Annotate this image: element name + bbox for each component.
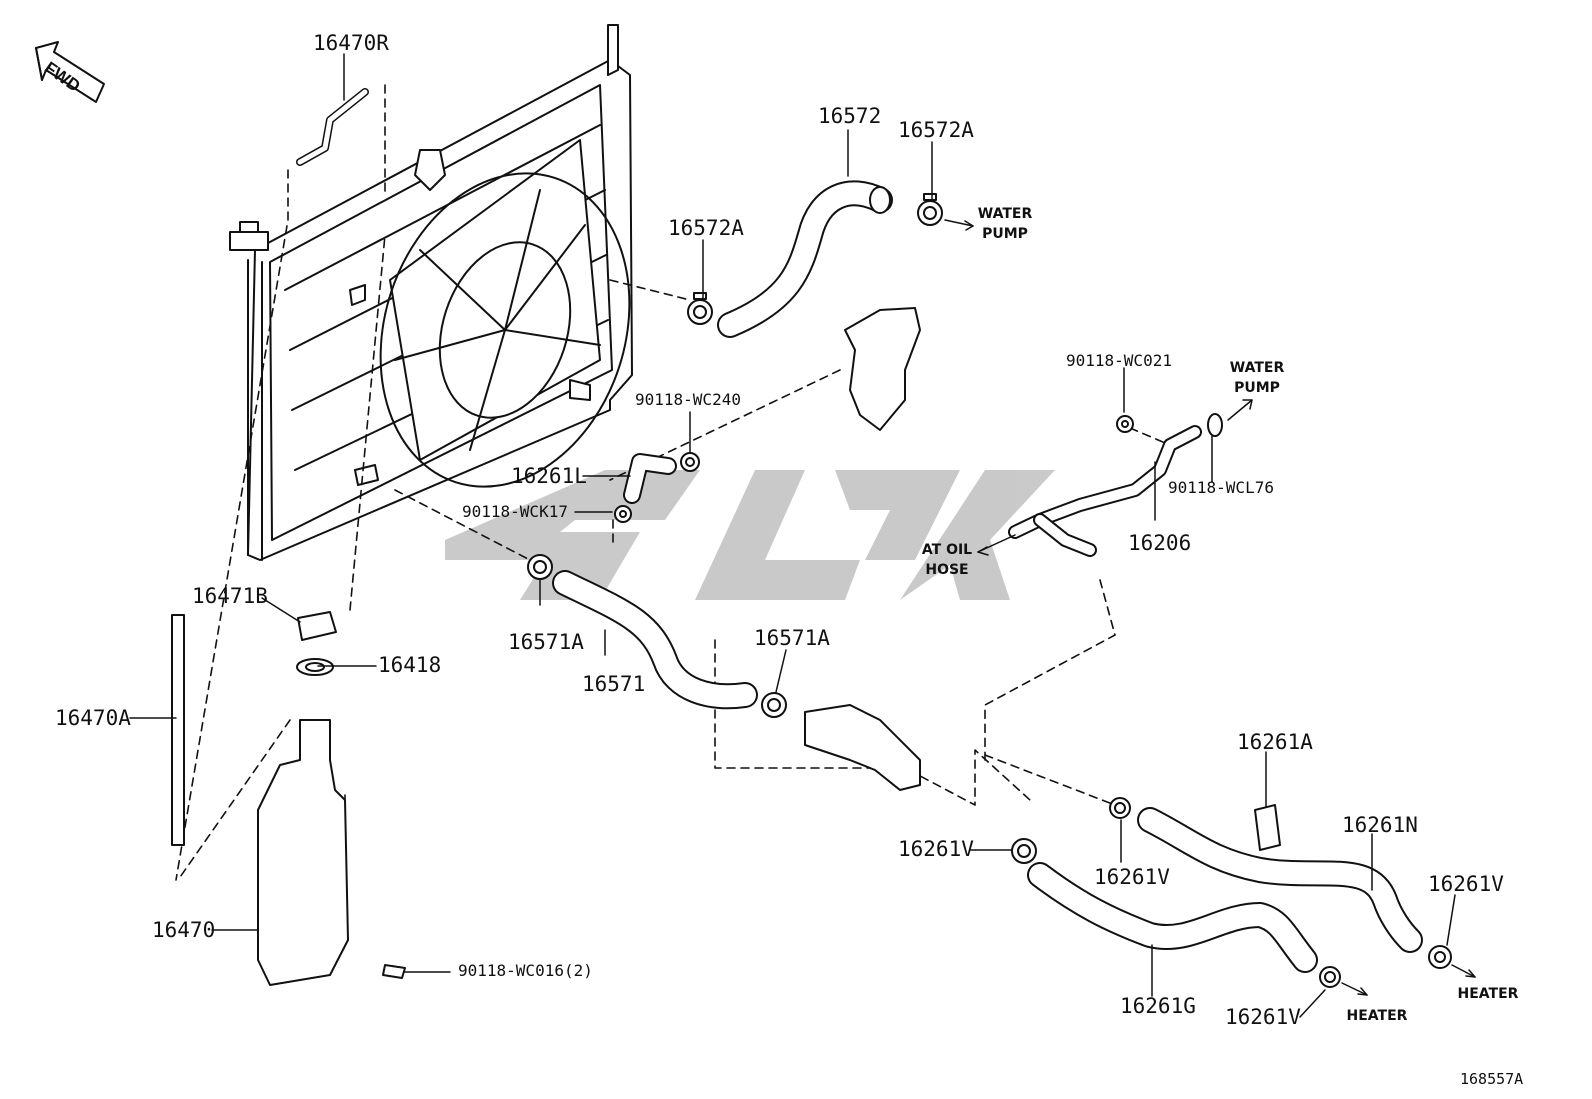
part-label-16470[interactable]: 16470	[152, 918, 216, 942]
clamp-16572A-top	[917, 193, 943, 226]
reservoir-16470	[257, 719, 349, 986]
part-label-90118-WC240[interactable]: 90118-WC240	[635, 390, 741, 409]
part-label-16418[interactable]: 16418	[378, 653, 442, 677]
clamp-16261V-bottom	[1319, 966, 1341, 988]
part-label-16471B[interactable]: 16471B	[192, 584, 268, 608]
pipe-16206	[1008, 425, 1202, 557]
part-label-16261V-bottom[interactable]: 16261V	[1225, 1005, 1301, 1029]
dashed-leaders	[175, 84, 1171, 946]
watermark-logo	[445, 470, 1055, 600]
part-label-16261V-mid[interactable]: 16261V	[1094, 865, 1170, 889]
part-label-16261N[interactable]: 16261N	[1342, 813, 1418, 837]
part-label-16470A[interactable]: 16470A	[55, 706, 131, 730]
illustration-reference-number: 168557A	[1460, 1070, 1524, 1088]
hose-16572	[717, 180, 893, 338]
part-label-90118-WCK17[interactable]: 90118-WCK17	[462, 502, 568, 521]
clamp-16261V-mid	[1109, 797, 1131, 819]
part-label-16206[interactable]: 16206	[1128, 531, 1192, 555]
part-label-16261G[interactable]: 16261G	[1120, 994, 1196, 1018]
clamp-90118-WC240	[680, 452, 700, 472]
leader-lines	[129, 53, 1456, 1018]
water-pump-annotation-2: WATER PUMP	[1228, 358, 1286, 398]
part-label-90118-WC021[interactable]: 90118-WC021	[1066, 351, 1172, 370]
water-pump-1-line2: PUMP	[982, 226, 1028, 242]
water-pump-1-line1: WATER	[977, 206, 1033, 222]
bolt-90118-WC021	[1116, 415, 1134, 433]
part-label-16571[interactable]: 16571	[582, 672, 646, 696]
part-label-90118-WC016[interactable]: 90118-WC016(2)	[458, 961, 593, 980]
thermostat-housing	[844, 307, 921, 431]
bolt-90118-WC016	[382, 964, 406, 979]
hose-16261N	[1137, 807, 1423, 953]
cap-16471B	[297, 611, 337, 641]
part-label-16571A-left[interactable]: 16571A	[508, 630, 584, 654]
heater-annotation-2: HEATER	[1346, 1008, 1408, 1024]
part-label-16572A-left[interactable]: 16572A	[668, 216, 744, 240]
part-label-16261A[interactable]: 16261A	[1237, 730, 1313, 754]
clamp-16571A-right	[761, 692, 787, 718]
oring-90118-WCL76	[1207, 413, 1223, 437]
at-oil-hose-annotation: AT OIL HOSE	[918, 540, 976, 580]
water-pump-2-line1: WATER	[1229, 360, 1285, 376]
rod-16470A	[171, 614, 185, 846]
hose-16571	[552, 570, 758, 710]
part-label-16470R[interactable]: 16470R	[313, 31, 389, 55]
clamp-16261V-right	[1428, 945, 1452, 969]
radiator-assembly	[229, 24, 633, 561]
part-label-16572[interactable]: 16572	[818, 104, 882, 128]
part-label-16261V-right[interactable]: 16261V	[1428, 872, 1504, 896]
part-label-16572A-top[interactable]: 16572A	[898, 118, 974, 142]
gasket-16418	[296, 658, 334, 676]
clamp-16571A-left	[527, 554, 553, 580]
at-oil-line2: HOSE	[925, 562, 969, 578]
water-pump-2-line2: PUMP	[1234, 380, 1280, 396]
part-label-16261V-left[interactable]: 16261V	[898, 837, 974, 861]
part-label-90118-WCL76[interactable]: 90118-WCL76	[1168, 478, 1274, 497]
clip-16261A	[1254, 804, 1281, 851]
clamp-16261V-left	[1011, 838, 1037, 864]
part-label-16571A-right[interactable]: 16571A	[754, 626, 830, 650]
at-oil-line1: AT OIL	[921, 542, 973, 558]
part-label-16261L[interactable]: 16261L	[511, 464, 587, 488]
direction-arrows	[944, 219, 1476, 996]
water-pump-annotation-1: WATER PUMP	[976, 204, 1034, 244]
fwd-arrow-icon	[35, 41, 105, 103]
heater-annotation-1: HEATER	[1457, 986, 1519, 1002]
hose-16261G	[1027, 862, 1318, 973]
bolt-90118-WCK17	[614, 505, 632, 523]
water-inlet	[804, 704, 921, 791]
clamp-16572A-left	[687, 292, 713, 325]
